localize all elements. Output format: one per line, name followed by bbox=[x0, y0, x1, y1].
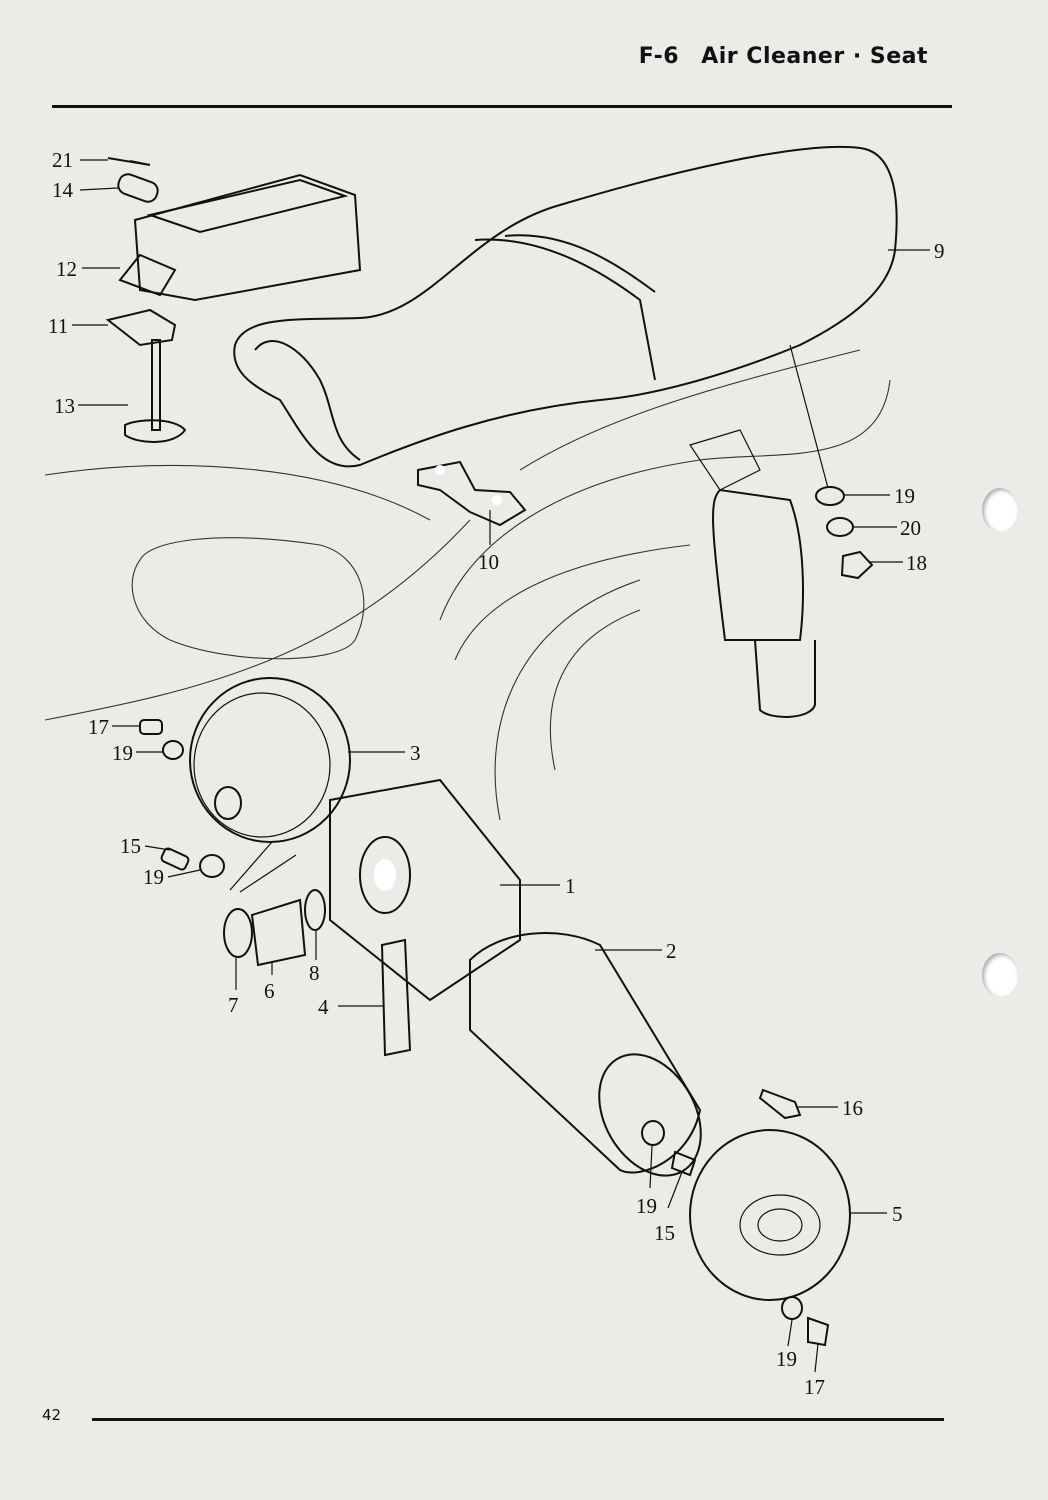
callout-6: 6 bbox=[264, 979, 275, 1003]
screw-17-front bbox=[139, 719, 163, 735]
callout-21: 21 bbox=[52, 148, 73, 172]
washer-19-seat bbox=[815, 486, 845, 506]
callout-7: 7 bbox=[228, 993, 239, 1017]
leader-lines bbox=[72, 159, 930, 1373]
section-title: Air Cleaner · Seat bbox=[701, 44, 928, 69]
callout-17-bottom: 17 bbox=[804, 1375, 825, 1399]
callout-4: 4 bbox=[318, 995, 329, 1019]
element-case bbox=[118, 173, 362, 302]
callout-15-front: 15 bbox=[120, 834, 141, 858]
wing-bolt bbox=[124, 339, 187, 443]
callout-15-rear: 15 bbox=[654, 1221, 675, 1245]
callout-12: 12 bbox=[56, 257, 77, 281]
page-number: 42 bbox=[42, 1406, 62, 1424]
pin bbox=[117, 173, 159, 203]
header-rule bbox=[52, 105, 952, 108]
callout-19-bottom: 19 bbox=[776, 1347, 797, 1371]
callout-16: 16 bbox=[842, 1096, 863, 1120]
bolt-16 bbox=[758, 1088, 802, 1120]
seat-bracket bbox=[417, 460, 527, 527]
callout-19-lower: 19 bbox=[143, 865, 164, 889]
callout-19-rear: 19 bbox=[636, 1194, 657, 1218]
callout-14: 14 bbox=[52, 178, 74, 202]
binder-hole-lower bbox=[982, 953, 1018, 997]
callout-20: 20 bbox=[900, 516, 921, 540]
callout-10: 10 bbox=[478, 550, 499, 574]
frame-outline bbox=[44, 349, 891, 821]
lock-washer-20 bbox=[826, 517, 854, 537]
callout-11: 11 bbox=[48, 314, 68, 338]
footer-rule bbox=[92, 1418, 944, 1421]
cleaner-cover-rear bbox=[689, 1129, 851, 1301]
callout-9: 9 bbox=[934, 239, 945, 263]
callout-1: 1 bbox=[565, 874, 576, 898]
callout-labels: 21 14 12 11 13 9 19 20 18 10 17 19 3 15 … bbox=[48, 148, 945, 1399]
bolt-15-rear bbox=[670, 1150, 697, 1177]
callout-3: 3 bbox=[410, 741, 421, 765]
nut-18 bbox=[840, 550, 874, 580]
cleaner-cover-front bbox=[189, 677, 351, 843]
washer-19-bottom bbox=[781, 1296, 803, 1320]
seal-strip bbox=[380, 938, 412, 1057]
screw-17-bottom bbox=[807, 1316, 830, 1347]
cotter-pin bbox=[107, 157, 151, 166]
washer-19-rear bbox=[641, 1120, 665, 1146]
callout-2: 2 bbox=[666, 939, 677, 963]
washer-19-lower bbox=[199, 854, 225, 878]
connector-hose-6 bbox=[250, 898, 307, 967]
page-title: F-6 Air Cleaner · Seat bbox=[639, 44, 928, 69]
clamp-7 bbox=[223, 908, 253, 958]
clip bbox=[105, 308, 177, 347]
callout-18: 18 bbox=[906, 551, 927, 575]
cleaner-housing bbox=[329, 778, 521, 1002]
binder-hole-upper bbox=[982, 488, 1018, 532]
clamp-8 bbox=[304, 889, 326, 931]
callout-8: 8 bbox=[309, 961, 320, 985]
callout-19-front: 19 bbox=[112, 741, 133, 765]
washer-19-front bbox=[162, 740, 184, 760]
callout-19-seat: 19 bbox=[894, 484, 915, 508]
section-code: F-6 bbox=[638, 44, 680, 69]
callout-13: 13 bbox=[54, 394, 75, 418]
bolt-15-front bbox=[160, 847, 190, 871]
callout-5: 5 bbox=[892, 1202, 903, 1226]
rear-shock bbox=[689, 429, 816, 718]
seat bbox=[233, 145, 898, 468]
callout-17-front: 17 bbox=[88, 715, 109, 739]
